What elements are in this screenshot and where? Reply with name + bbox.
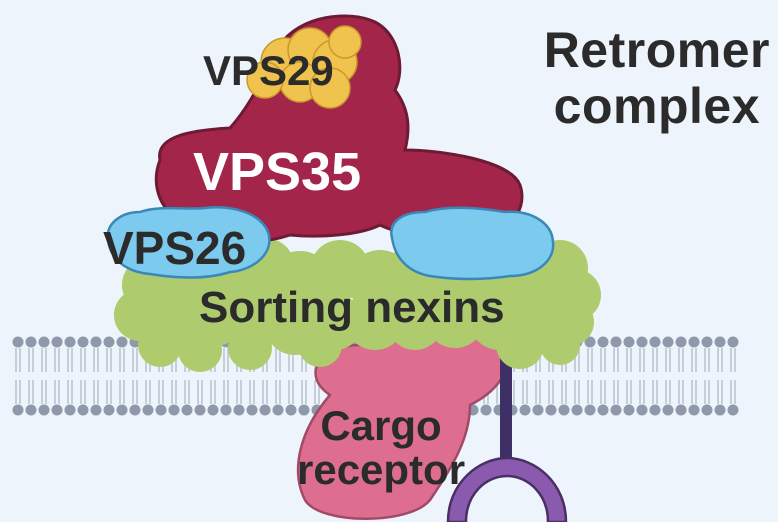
nexin-lobe — [298, 323, 342, 367]
lipid-head — [64, 404, 76, 416]
lipid-head — [168, 404, 180, 416]
lipid-head — [207, 404, 219, 416]
lipid-head — [688, 336, 700, 348]
lipid-head — [727, 404, 739, 416]
lipid-head — [688, 404, 700, 416]
lipid-head — [636, 404, 648, 416]
lipid-head — [194, 404, 206, 416]
nexin-lobe — [138, 323, 182, 367]
lipid-head — [519, 404, 531, 416]
lipid-head — [51, 404, 63, 416]
lipid-head — [571, 404, 583, 416]
lipid-head — [38, 404, 50, 416]
vps29-subunit — [246, 25, 362, 109]
vps29-label: VPS29 — [203, 47, 334, 94]
lipid-head — [103, 336, 115, 348]
vps26-subunit-right — [390, 206, 555, 281]
lipid-head — [246, 404, 258, 416]
lipid-head — [12, 404, 24, 416]
lipid-head — [90, 404, 102, 416]
lipid-head — [623, 336, 635, 348]
lipid-head — [116, 336, 128, 348]
lipid-head — [259, 404, 271, 416]
lipid-head — [662, 404, 674, 416]
cargo-receptor-label: Cargo receptor — [297, 404, 465, 492]
lipid-head — [64, 336, 76, 348]
title-line-2: complex — [553, 78, 761, 134]
lipid-head — [649, 336, 661, 348]
lipid-head — [25, 404, 37, 416]
lipid-head — [25, 336, 37, 348]
lipid-head — [129, 404, 141, 416]
nexin-lobe — [345, 290, 405, 350]
lipid-head — [662, 336, 674, 348]
vps29-lobe — [309, 67, 351, 109]
nexin-lobe — [425, 288, 485, 348]
vps35-label: VPS35 — [193, 142, 362, 202]
lipid-head — [181, 404, 193, 416]
cargo-receptor-label-line-1: Cargo — [320, 402, 442, 449]
vps26-subunit-left — [106, 206, 271, 279]
lipid-head — [545, 404, 557, 416]
lipid-head — [636, 336, 648, 348]
lipid-head — [77, 404, 89, 416]
lipid-head — [610, 336, 622, 348]
lipid-head — [727, 336, 739, 348]
nexin-lobe — [496, 321, 544, 369]
nexin-lobe — [228, 326, 272, 370]
lipid-head — [480, 404, 492, 416]
lipid-head — [584, 404, 596, 416]
vps29-lobe — [328, 25, 362, 59]
nexin-lobe — [178, 328, 222, 372]
lipid-head — [51, 336, 63, 348]
lipid-head — [220, 404, 232, 416]
lipid-head — [103, 404, 115, 416]
title-line-1: Retromer — [543, 22, 770, 78]
lipid-head — [610, 404, 622, 416]
lipid-head — [597, 336, 609, 348]
nexin-lobe — [540, 325, 580, 365]
receptor-stalk — [500, 345, 512, 470]
lipid-head — [155, 404, 167, 416]
lipid-head — [298, 404, 310, 416]
lipid-head — [558, 404, 570, 416]
lipid-head — [116, 404, 128, 416]
lipid-head — [142, 404, 154, 416]
lipid-head — [272, 404, 284, 416]
lipid-head — [532, 404, 544, 416]
vps29-lobe — [246, 61, 284, 99]
lipid-head — [675, 404, 687, 416]
cargo-receptor-label-line-2: receptor — [297, 446, 466, 493]
lipid-head — [623, 404, 635, 416]
lipid-head — [701, 404, 713, 416]
receptor-cup — [446, 456, 568, 522]
lipid-head — [38, 336, 50, 348]
lipid-head — [90, 336, 102, 348]
lipid-head — [77, 336, 89, 348]
lipid-head — [584, 336, 596, 348]
lipid-head — [285, 404, 297, 416]
diagram-title: Retromer complex — [544, 22, 770, 134]
lipid-head — [233, 404, 245, 416]
lipid-head — [649, 404, 661, 416]
lipid-head — [714, 404, 726, 416]
lipid-head — [12, 336, 24, 348]
sorting-nexins-label: Sorting nexins — [199, 283, 505, 332]
lipid-head — [714, 336, 726, 348]
lipid-head — [701, 336, 713, 348]
lipid-head — [597, 404, 609, 416]
vps26-label: VPS26 — [103, 222, 247, 274]
lipid-head — [675, 336, 687, 348]
